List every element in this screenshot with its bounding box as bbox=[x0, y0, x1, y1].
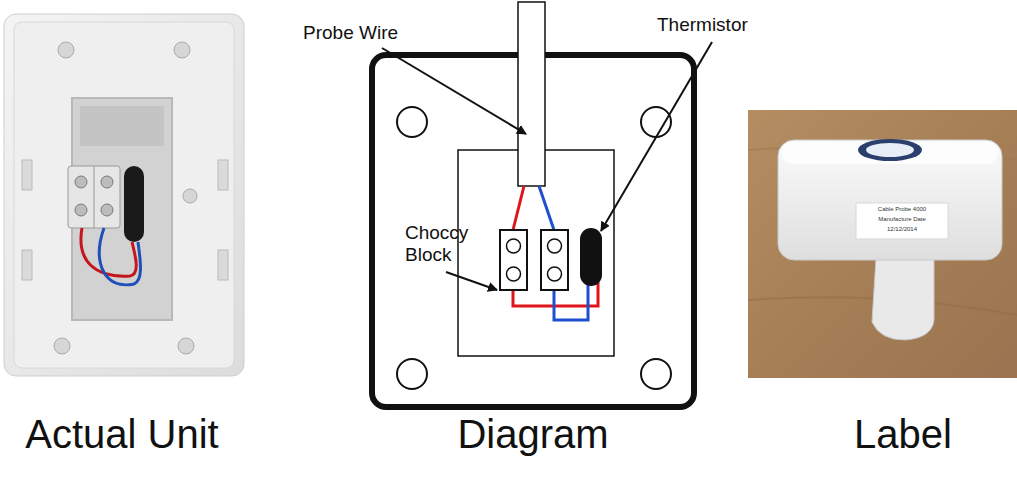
panel-caption: Label bbox=[803, 410, 1003, 458]
unit-diagram bbox=[372, 2, 712, 407]
callout-label: Choccy Block bbox=[405, 222, 487, 266]
unit-photo bbox=[4, 14, 244, 376]
sticker-text: Cable Probe 4000 bbox=[858, 206, 946, 213]
panel-caption: Actual Unit bbox=[22, 410, 222, 458]
sticker-text: Manufacture Date bbox=[858, 216, 946, 223]
label-photo bbox=[748, 110, 1017, 378]
panel-caption: Diagram bbox=[413, 410, 653, 458]
callout-label: Thermistor bbox=[657, 14, 748, 37]
sticker-text: 12/12/2014 bbox=[858, 226, 946, 233]
callout-label: Probe Wire bbox=[303, 22, 398, 45]
